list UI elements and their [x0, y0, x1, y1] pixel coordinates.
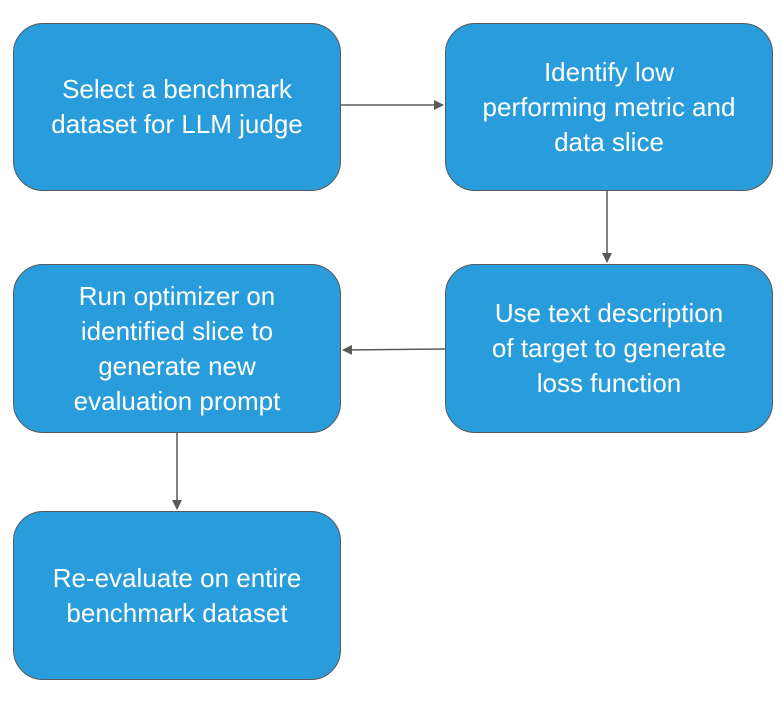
step-text: Select a benchmark dataset for LLM judge [51, 72, 303, 142]
step-text: Re-evaluate on entire benchmark dataset [53, 561, 302, 631]
step-identify-low-performing: Identify low performing metric and data … [445, 23, 773, 191]
step-line: performing metric and [482, 91, 736, 122]
step-line: generate new [98, 350, 256, 381]
step-text: Identify low performing metric and data … [483, 55, 736, 160]
step-line: loss function [536, 368, 682, 398]
step-line: Run optimizer on [78, 280, 276, 311]
step-text: Run optimizer on identified slice to gen… [74, 279, 281, 419]
arrow-loss-to-optimizer [342, 344, 446, 355]
step-re-evaluate: Re-evaluate on entire benchmark dataset [13, 511, 341, 680]
step-line: Re-evaluate on entire [52, 562, 302, 593]
step-generate-loss-function: Use text description of target to genera… [445, 264, 773, 433]
step-line: Select a benchmark [62, 74, 292, 104]
step-run-optimizer: Run optimizer on identified slice to gen… [13, 264, 341, 433]
step-text: Use text description of target to genera… [492, 296, 726, 401]
step-line: data slice [554, 126, 664, 157]
step-line: Use text description [494, 298, 724, 328]
step-line: benchmark dataset [66, 597, 288, 628]
step-select-benchmark: Select a benchmark dataset for LLM judge [13, 23, 341, 191]
step-line: evaluation prompt [73, 385, 281, 416]
step-line: of target to generate [491, 333, 727, 363]
step-line: identified slice to [80, 315, 274, 346]
step-line: Identify low [543, 56, 675, 87]
step-line: dataset for LLM judge [51, 109, 303, 139]
